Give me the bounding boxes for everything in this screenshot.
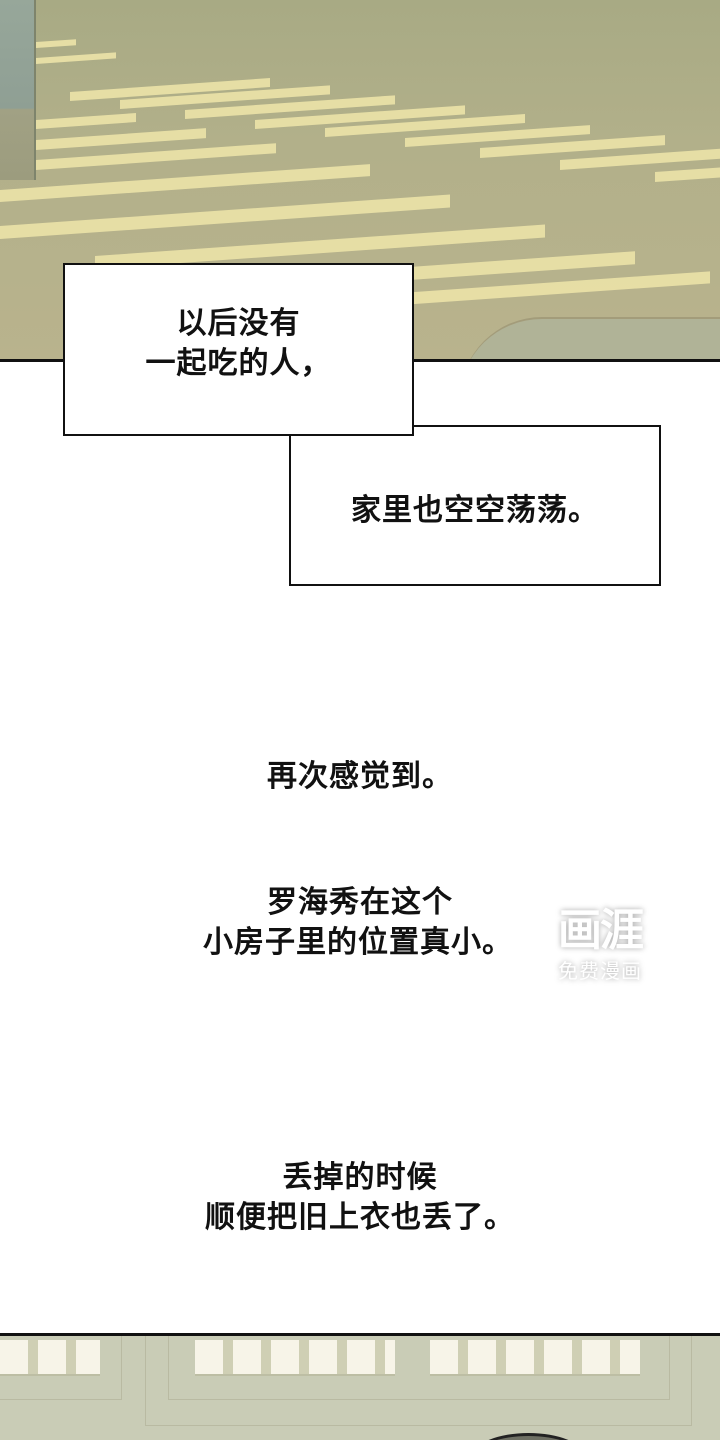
- window-frame: [0, 1336, 122, 1400]
- caption-box-2: 家里也空空荡荡。: [289, 425, 661, 586]
- caption-line: 以后没有: [176, 305, 301, 341]
- light-stripe: [36, 113, 136, 129]
- window: [0, 1340, 100, 1376]
- narration-line: 再次感觉到。: [267, 759, 453, 794]
- window-frame: [168, 1336, 670, 1400]
- light-stripe: [0, 164, 370, 202]
- light-stripe: [655, 167, 720, 182]
- narration-3: 丢掉的时候 顺便把旧上衣也丢了。: [0, 1158, 720, 1238]
- narration-2: 罗海秀在这个 小房子里的位置真小。: [0, 883, 720, 963]
- light-stripe: [36, 128, 206, 150]
- narration-1: 再次感觉到。: [0, 757, 720, 797]
- caption-line: 一起吃的人，: [145, 345, 332, 381]
- wall-corner: [0, 0, 36, 180]
- window: [430, 1340, 640, 1376]
- window: [195, 1340, 395, 1376]
- character-head: [473, 1433, 584, 1440]
- narration-line: 罗海秀在这个: [267, 885, 453, 920]
- light-stripe: [560, 148, 720, 170]
- narration-line: 丢掉的时候: [282, 1160, 438, 1195]
- caption-line: 家里也空空荡荡。: [351, 492, 599, 528]
- bottom-panel-room-scene: [0, 1333, 720, 1440]
- window-frame: [145, 1336, 692, 1426]
- caption-box-1: 以后没有 一起吃的人，: [63, 263, 414, 436]
- watermark: 画涯 免费漫画: [540, 905, 660, 1005]
- light-stripe: [0, 194, 450, 239]
- light-stripe: [36, 39, 76, 48]
- light-stripe: [36, 52, 116, 64]
- floor-object-shape: [460, 317, 720, 359]
- watermark-logo: 画涯: [558, 905, 644, 956]
- narration-line: 小房子里的位置真小。: [203, 925, 513, 960]
- watermark-subtitle: 免费漫画: [558, 959, 642, 983]
- narration-line: 顺便把旧上衣也丢了。: [205, 1200, 515, 1235]
